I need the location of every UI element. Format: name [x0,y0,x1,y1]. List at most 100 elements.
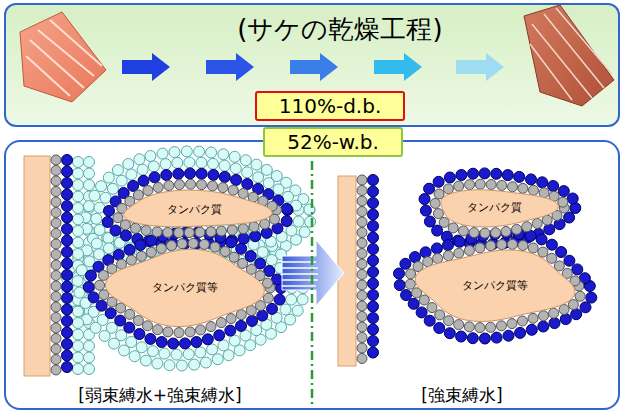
water-molecule [586,292,597,303]
surface [24,156,50,376]
process-arrow [290,53,338,81]
water-molecule [299,227,310,238]
water-molecule [116,175,127,186]
water-molecule [107,183,118,194]
water-molecule [100,192,111,203]
water-molecule [218,183,228,193]
water-molecule [405,279,415,289]
water-molecule [357,343,367,353]
water-molecule [368,198,379,209]
water-molecule [497,240,507,250]
water-molecule [475,243,485,253]
water-molecule [134,329,145,340]
water-molecule [238,233,249,244]
water-molecule [208,169,219,180]
water-molecule [528,313,538,323]
water-molecule [103,172,114,183]
panel-label: [強束縛水] [421,384,502,407]
water-molecule [538,321,549,332]
water-molecule [184,228,194,238]
water-molecule [185,327,195,337]
water-molecule [123,159,134,170]
water-molecule [250,231,261,242]
water-molecule [51,229,61,239]
water-molecule [62,304,73,315]
water-molecule [185,168,196,179]
water-molecule [456,170,467,181]
protein-blob: タンパク質等 [103,247,267,329]
panel-fill [4,140,620,410]
water-molecule [433,254,443,264]
water-molecule [285,314,296,325]
water-molecule [394,280,405,291]
water-molecule [133,190,143,200]
water-molecule [73,329,84,340]
water-molecule [456,331,467,342]
water-molecule [304,205,315,216]
water-molecule [88,292,99,303]
water-molecule [439,217,449,227]
water-molecule [176,360,187,371]
water-molecule [124,244,135,255]
title-text: (サケの乾燥工程) [237,12,442,47]
water-molecule [115,315,126,326]
fresh-salmon [20,12,106,102]
water-molecule [454,320,464,330]
water-molecule [368,313,379,324]
water-molecule [263,178,274,189]
water-molecule [51,166,61,176]
process-arrow [374,53,422,81]
water-molecule [51,208,61,218]
water-molecule [207,344,218,355]
water-molecule [140,355,151,366]
water-molecule [357,259,367,269]
water-molecule [84,352,95,363]
water-molecule [454,248,464,258]
water-molecule [138,175,149,186]
water-molecule [112,165,123,176]
water-molecule [163,228,173,238]
water-molecule [51,334,61,344]
water-molecule [357,280,367,290]
water-molecule [427,303,437,313]
moisture-tag: 52%-w.b. [263,127,403,157]
water-molecule [62,224,73,235]
water-molecule [62,281,73,292]
water-molecule [368,244,379,255]
water-molecule [234,345,245,356]
water-molecule [502,170,513,181]
water-molecule [51,302,61,312]
water-molecule [368,186,379,197]
water-molecule [227,225,237,235]
water-molecule [469,228,479,238]
water-molecule [465,180,475,190]
water-molecule [120,230,131,241]
water-panel: [弱束縛水+強束縛水][強束縛水]タンパク質タンパク質等タンパク質タンパク質等 [4,140,620,410]
water-molecule [443,184,453,194]
water-molecule [467,333,478,344]
water-molecule [164,181,174,191]
water-molecule [62,270,73,281]
water-molecule [220,247,230,257]
water-molecule [490,229,501,240]
water-molecule [368,255,379,266]
water-molecule [175,180,185,190]
water-molecule [580,302,591,313]
water-molecule [159,348,170,359]
water-molecule [549,318,560,329]
water-molecule [62,327,73,338]
water-molecule [464,246,474,256]
water-molecule [214,330,225,341]
protein-blob: タンパク質 [429,186,561,230]
water-molecule [83,201,94,212]
divider-line [311,142,314,410]
water-molecule [196,325,206,335]
water-molecule [208,181,218,191]
water-molecule [161,170,172,181]
water-molecule [257,247,268,258]
water-molecule [400,258,411,269]
water-molecule [537,177,548,188]
water-molecule [124,322,135,333]
water-molecule [51,323,61,333]
